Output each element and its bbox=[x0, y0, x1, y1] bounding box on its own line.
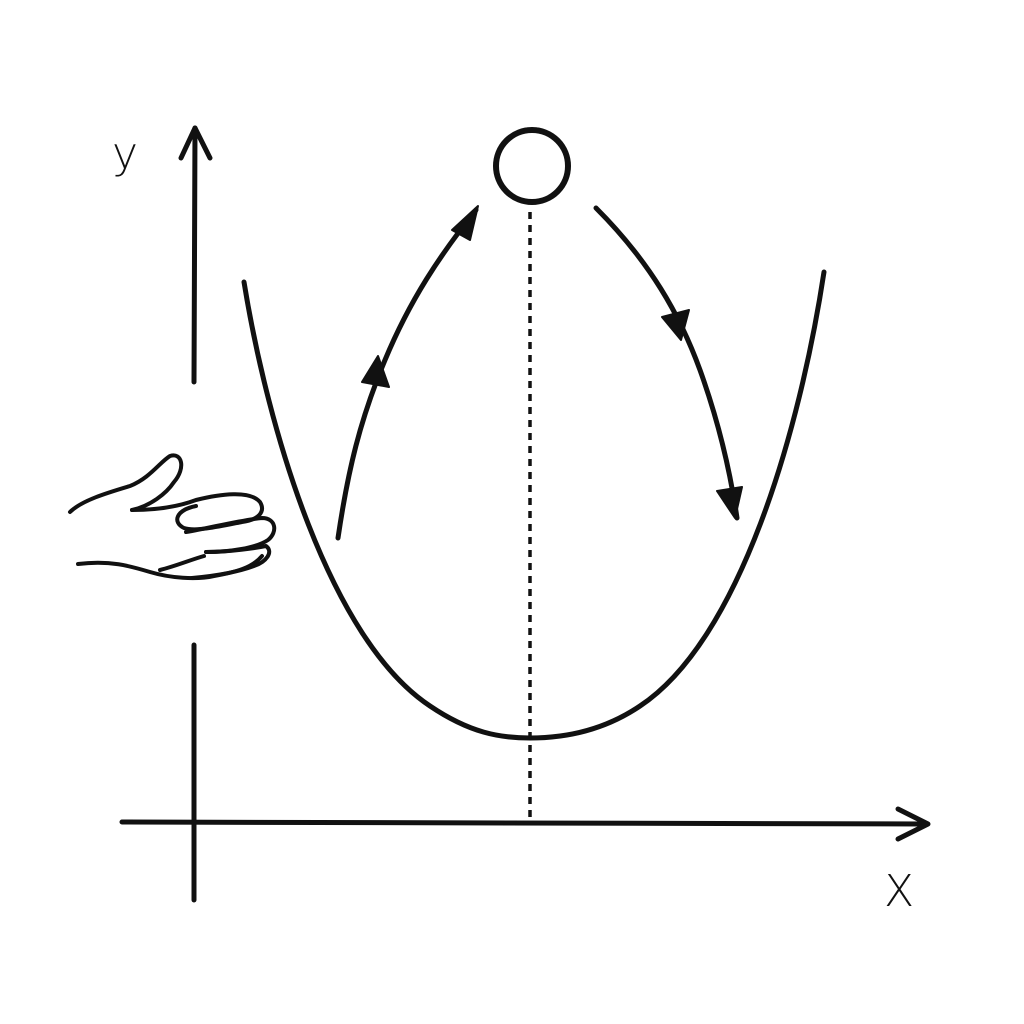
y-axis-label: y bbox=[112, 128, 138, 179]
x-axis bbox=[119, 806, 931, 842]
x-axis-label: X bbox=[884, 866, 914, 917]
hand-icon bbox=[68, 453, 277, 581]
ball-icon bbox=[493, 127, 571, 205]
y-axis bbox=[178, 125, 213, 903]
falling-arrow bbox=[593, 205, 743, 521]
rising-arrow bbox=[335, 205, 479, 541]
